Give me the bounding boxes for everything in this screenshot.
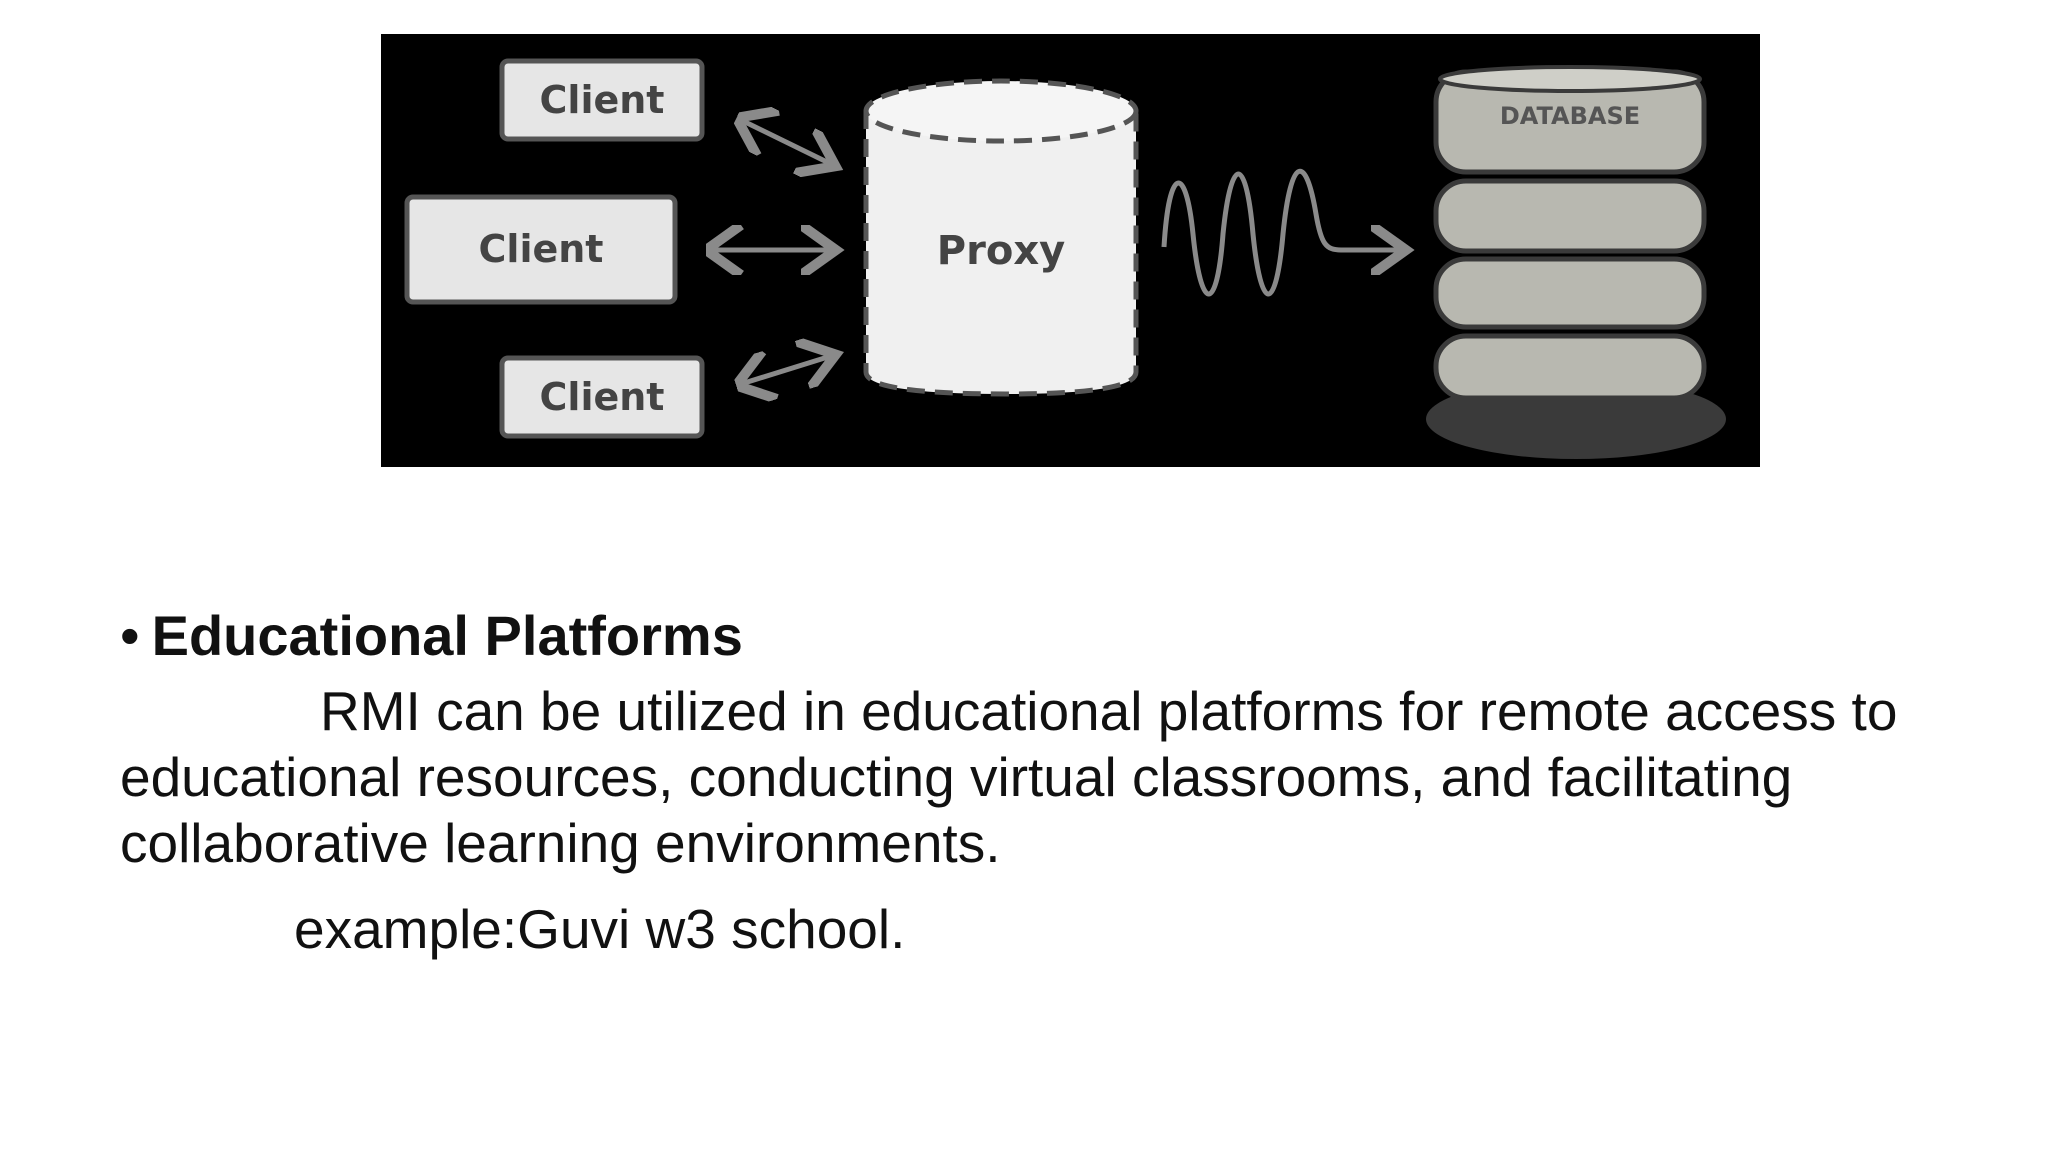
arrow-bottom [741, 356, 831, 384]
database-label: DATABASE [1500, 102, 1640, 130]
content-section: •Educational Platforms RMI can be utiliz… [120, 604, 2030, 962]
arrow-top [741, 120, 831, 164]
section-body: RMI can be utilized in educational platf… [120, 680, 1898, 874]
bullet-heading: •Educational Platforms [120, 604, 2030, 668]
client-box-top: Client [499, 58, 705, 142]
proxy-label: Proxy [937, 228, 1065, 274]
example-line: example:Guvi w3 school. [294, 898, 906, 960]
section-heading: Educational Platforms [151, 604, 743, 667]
client-proxy-arrows [711, 120, 831, 384]
client-label-top: Client [540, 78, 665, 122]
bullet-marker: • [120, 604, 140, 667]
database-icon: DATABASE [1426, 65, 1726, 459]
wave-arrow [1161, 168, 1401, 297]
proxy-diagram-svg: Client Client Client Proxy [404, 58, 1726, 459]
proxy-cylinder: Proxy [863, 78, 1139, 397]
client-box-bottom: Client [499, 355, 705, 439]
client-box-middle: Client [404, 194, 678, 305]
client-label-middle: Client [479, 227, 604, 271]
proxy-diagram: Client Client Client Proxy [381, 34, 1760, 467]
client-label-bottom: Client [540, 375, 665, 419]
